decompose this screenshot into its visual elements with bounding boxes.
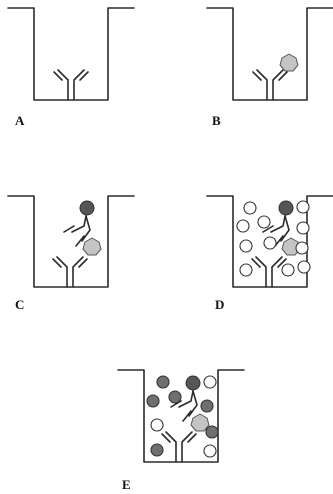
panel-d-enzyme-icon <box>278 200 294 216</box>
panel-e-detection-antibody-icon <box>170 390 198 422</box>
panel-e-capture-antibody-icon <box>161 431 197 463</box>
panel-c-label: C <box>15 297 25 312</box>
panel-e-enzyme-icon <box>185 375 201 391</box>
panel-d-capture-antibody-icon <box>251 256 287 288</box>
panel-d-label: D <box>215 297 225 312</box>
panel-e-antigen-icon <box>190 413 210 432</box>
panel-e-substrate-icons <box>150 375 217 458</box>
panel-c-enzyme-icon <box>79 200 95 216</box>
panel-d-well <box>206 195 333 288</box>
panel-a-label: A <box>15 113 25 128</box>
panel-e-product-icons <box>146 375 219 457</box>
panel-b-antigen-icon <box>279 53 299 72</box>
panel-e-well <box>117 369 245 463</box>
panel-e-label: E <box>122 477 131 492</box>
panel-c-well <box>7 195 135 288</box>
panel-a-capture-antibody-icon <box>53 69 89 101</box>
panel-d-substrate-icons <box>236 200 311 277</box>
panel-c-capture-antibody-icon <box>52 256 88 288</box>
panel-c-antigen-icon <box>82 237 102 256</box>
panel-b-capture-antibody-icon <box>252 69 288 101</box>
panel-a-well <box>7 7 135 101</box>
panel-c-detection-antibody-icon <box>63 215 91 247</box>
panel-b-label: B <box>212 113 221 128</box>
panel-b-well <box>206 7 333 101</box>
